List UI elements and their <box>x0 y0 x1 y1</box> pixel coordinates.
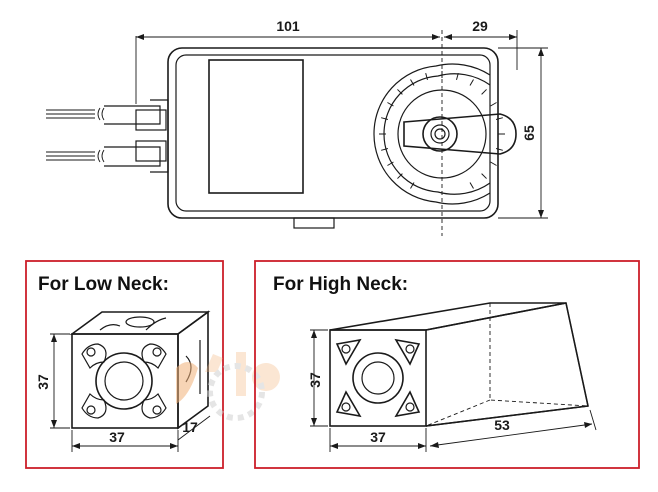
dial-tick <box>481 173 487 179</box>
actuator-inner-outline <box>175 54 491 212</box>
dial-tick <box>456 73 459 81</box>
low-neck-title: For Low Neck: <box>38 274 169 295</box>
dial-tick <box>481 89 487 95</box>
high-neck-dim-height: 37 <box>307 372 323 388</box>
dial-tick <box>410 79 415 86</box>
high-neck-dim-length: 53 <box>494 417 510 433</box>
low-neck-frame <box>25 260 224 469</box>
dial-tick <box>495 148 503 151</box>
dial-tick <box>381 117 389 120</box>
dial-tick <box>490 102 497 107</box>
dial-tick <box>469 182 474 189</box>
high-neck-dim-width: 37 <box>370 429 386 445</box>
dim-label-29: 29 <box>472 18 488 34</box>
dimension-65: 65 <box>498 47 548 219</box>
dim-label-65: 65 <box>521 125 537 141</box>
dim-label-101: 101 <box>276 18 300 34</box>
low-neck-dim-width: 37 <box>109 429 125 445</box>
wire-leads <box>46 99 169 173</box>
low-neck-dim-height: 37 <box>35 374 51 390</box>
high-neck-title: For High Neck: <box>273 274 408 295</box>
dial-tick <box>495 117 503 120</box>
dial-tick <box>387 161 394 166</box>
high-neck-panel: For High Neck: <box>254 260 640 469</box>
dial-tick <box>490 161 497 166</box>
dial-tick <box>397 173 403 179</box>
position-dial <box>373 63 517 205</box>
shaft-coupling <box>422 116 458 152</box>
dial-tick <box>410 182 415 189</box>
dimension-101: 101 <box>135 18 440 104</box>
dial-tick <box>387 102 394 107</box>
dial-tick <box>381 148 389 151</box>
actuator-top-view: 101 29 65 <box>46 18 548 236</box>
watermark-logo <box>176 352 280 421</box>
low-neck-panel: For Low Neck: <box>25 260 224 469</box>
high-neck-frame <box>254 260 640 469</box>
high-neck-box <box>329 302 589 427</box>
dial-tick <box>425 73 428 81</box>
label-window <box>208 59 304 194</box>
housing-foot <box>293 217 335 229</box>
dial-tick <box>469 79 474 86</box>
lever-handle <box>403 113 517 155</box>
dial-tick <box>397 89 403 95</box>
low-neck-dim-depth: 17 <box>182 419 198 435</box>
dimension-29: 29 <box>444 18 518 70</box>
